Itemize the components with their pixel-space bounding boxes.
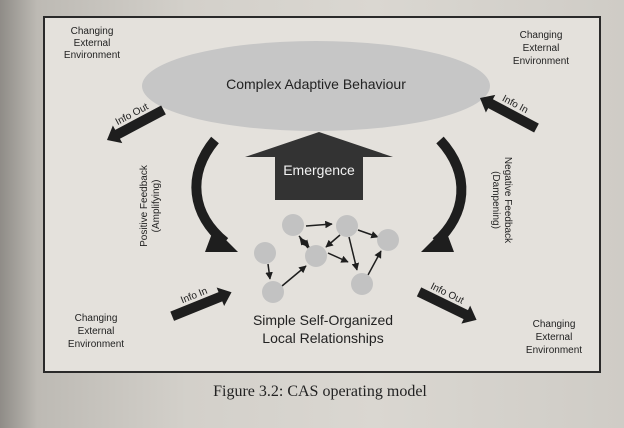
network-node xyxy=(351,273,373,295)
env-top-left-line-2: External xyxy=(74,38,111,49)
positive-feedback-arrow xyxy=(191,136,238,252)
network-node xyxy=(377,229,399,251)
network-node xyxy=(254,242,276,264)
env-bottom-right-line-1: Changing xyxy=(533,319,576,330)
positive-feedback-line-2: (Amplifying) xyxy=(151,180,162,233)
network-link xyxy=(367,250,382,276)
negative-feedback-line-2: (Dampening) xyxy=(490,171,501,229)
env-top-right-line-1: Changing xyxy=(520,30,563,41)
network-link xyxy=(281,265,307,287)
env-top-left-line-3: Environment xyxy=(64,50,120,61)
complex-adaptive-ellipse xyxy=(142,41,490,131)
network-node xyxy=(282,214,304,236)
figure-caption: Figure 3.2: CAS operating model xyxy=(213,383,427,400)
env-bottom-right: Changing External Environment xyxy=(526,319,582,356)
network-link xyxy=(325,234,341,248)
bottom-title-line-1: Simple Self-Organized xyxy=(253,312,393,328)
env-top-right-line-2: External xyxy=(523,43,560,54)
positive-feedback-line-1: Positive Feedback xyxy=(139,164,150,247)
network-node xyxy=(262,281,284,303)
env-top-left: Changing External Environment xyxy=(64,26,120,61)
env-bottom-left-line-2: External xyxy=(78,326,115,337)
network-link xyxy=(299,237,309,249)
env-bottom-right-line-3: Environment xyxy=(526,345,582,356)
negative-feedback-arrow xyxy=(421,136,467,252)
bottom-title-line-2: Local Relationships xyxy=(262,330,383,346)
env-bottom-left: Changing External Environment xyxy=(68,313,124,350)
env-bottom-left-line-1: Changing xyxy=(75,313,118,324)
positive-feedback-text: Positive Feedback (Amplifying) xyxy=(139,164,162,247)
network-node xyxy=(336,215,358,237)
env-top-right: Changing External Environment xyxy=(513,30,569,67)
top-title: Complex Adaptive Behaviour xyxy=(226,76,406,92)
network-node xyxy=(305,245,327,267)
negative-feedback-line-1: Negative Feedback xyxy=(502,157,513,244)
emergence-arrow xyxy=(245,132,393,200)
network-link xyxy=(305,220,333,229)
network-link xyxy=(348,236,360,271)
negative-feedback-text: Negative Feedback (Dampening) xyxy=(490,157,513,244)
node-network xyxy=(254,214,399,303)
env-bottom-right-line-2: External xyxy=(536,332,573,343)
emergence-label: Emergence xyxy=(283,162,355,178)
network-link xyxy=(265,263,273,280)
env-top-left-line-1: Changing xyxy=(71,26,114,37)
network-link xyxy=(357,229,379,239)
network-link xyxy=(327,252,349,263)
env-top-right-line-3: Environment xyxy=(513,56,569,67)
env-bottom-left-line-3: Environment xyxy=(68,339,124,350)
